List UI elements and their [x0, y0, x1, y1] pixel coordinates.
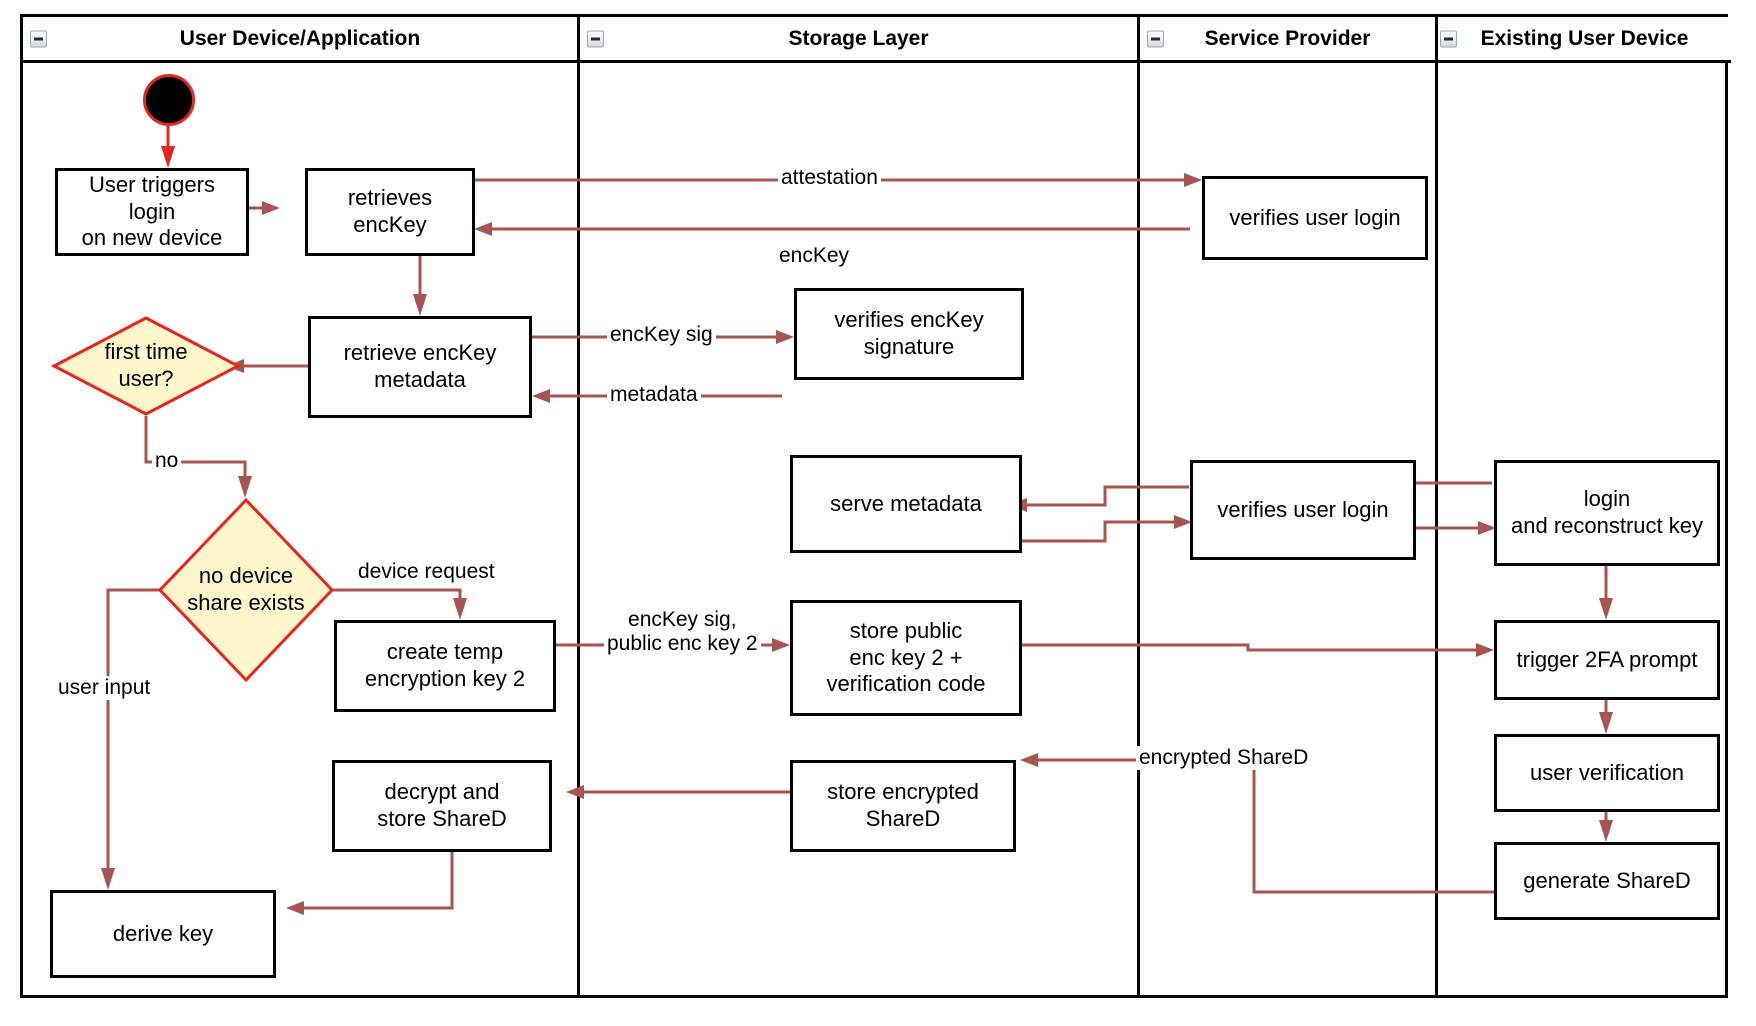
collapse-minus-icon[interactable] [587, 30, 604, 47]
edge-label-enckey-sig: encKey sig [607, 323, 716, 348]
activity-serve-metadata[interactable]: serve metadata [790, 455, 1022, 553]
activity-login-and-reconstruct-key[interactable]: login and reconstruct key [1494, 460, 1720, 566]
collapse-minus-icon[interactable] [30, 30, 47, 47]
edge-label-enckey-sig-public-enc-key-2: encKey sig, public enc key 2 [604, 608, 761, 657]
swimlane-pool: User Device/Application Storage Layer Se… [20, 14, 1731, 998]
lane-title-storage-layer: Storage Layer [788, 26, 929, 50]
edge-label-encrypted-shared: encrypted ShareD [1136, 746, 1312, 771]
activity-create-temp-encryption-key-2[interactable]: create temp encryption key 2 [334, 620, 556, 712]
decision-no-device-share-exists[interactable]: no device share exists [157, 497, 335, 683]
lane-title-service-provider: Service Provider [1204, 26, 1371, 50]
edge-label-device-request: device request [355, 560, 498, 585]
activity-verifies-user-login-top[interactable]: verifies user login [1202, 176, 1428, 260]
lane-title-existing-user-device: Existing User Device [1480, 26, 1689, 50]
lane-storage-layer: Storage Layer [577, 17, 1137, 995]
activity-user-triggers-login[interactable]: User triggers login on new device [55, 168, 249, 256]
lane-service-provider: Service Provider [1137, 17, 1435, 995]
edge-label-attestation: attestation [778, 166, 881, 191]
activity-store-encrypted-shared[interactable]: store encrypted ShareD [790, 760, 1016, 852]
lane-header-service-provider: Service Provider [1140, 17, 1435, 63]
activity-trigger-2fa-prompt[interactable]: trigger 2FA prompt [1494, 620, 1720, 700]
decision-first-time-user-label: first time user? [104, 339, 188, 391]
decision-no-device-share-exists-label: no device share exists [187, 563, 305, 615]
edge-label-user-input: user input [55, 676, 154, 701]
lane-header-user-device: User Device/Application [23, 17, 577, 63]
activity-generate-shared[interactable]: generate ShareD [1494, 842, 1720, 920]
edge-label-enckey: encKey [776, 244, 853, 269]
activity-verifies-enckey-signature[interactable]: verifies encKey signature [794, 288, 1024, 380]
edge-label-no: no [152, 449, 182, 474]
edge-label-metadata: metadata [607, 383, 701, 408]
lane-title-user-device: User Device/Application [179, 26, 421, 50]
decision-first-time-user[interactable]: first time user? [50, 316, 242, 416]
lane-user-device: User Device/Application [23, 17, 577, 995]
lane-header-existing-user-device: Existing User Device [1438, 17, 1731, 63]
lane-existing-user-device: Existing User Device [1435, 17, 1731, 995]
collapse-minus-icon[interactable] [1147, 30, 1164, 47]
collapse-minus-icon[interactable] [1440, 30, 1457, 47]
activity-store-public-enc-key-2[interactable]: store public enc key 2 + verification co… [790, 600, 1022, 716]
initial-node [143, 74, 195, 126]
lane-header-storage-layer: Storage Layer [580, 17, 1137, 63]
activity-verifies-user-login-bottom[interactable]: verifies user login [1190, 460, 1416, 560]
activity-retrieves-enckey[interactable]: retrieves encKey [305, 168, 475, 256]
activity-derive-key[interactable]: derive key [50, 890, 276, 978]
activity-retrieve-enckey-metadata[interactable]: retrieve encKey metadata [308, 316, 532, 418]
activity-decrypt-and-store-shared[interactable]: decrypt and store ShareD [332, 760, 552, 852]
activity-user-verification[interactable]: user verification [1494, 734, 1720, 812]
